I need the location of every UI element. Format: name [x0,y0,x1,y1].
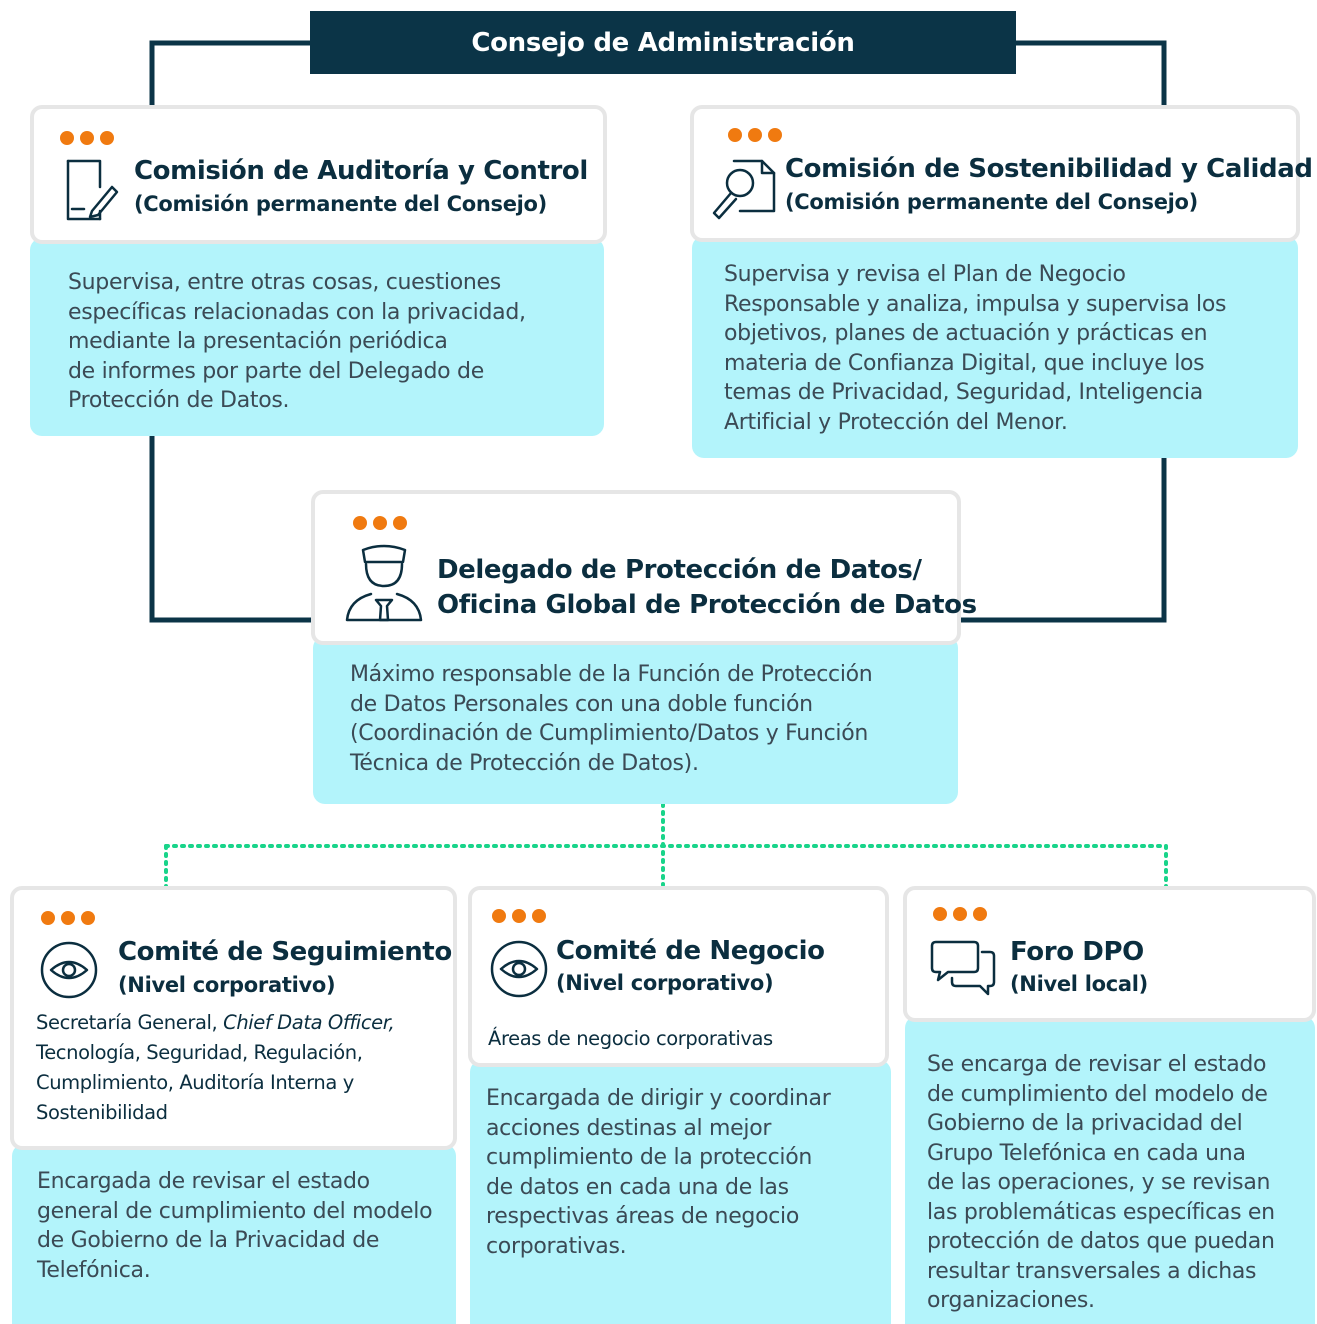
dpo-description: Máximo responsable de la Función de Prot… [350,662,873,776]
sustainability-committee-header: Comisión de Sostenibilidad y Calidad (Co… [690,105,1313,242]
dotted-connectors [164,802,1168,892]
dpo-forum-header: Foro DPO (Nivel local) [903,886,1316,1022]
monitoring-committee-header: Comité de Seguimiento (Nivel corporativo… [10,886,457,1150]
document-magnifier-icon [712,159,776,220]
monitoring-committee-description-panel: Encargada de revisar el estado general d… [12,1144,456,1324]
members-rest: Tecnología, Seguridad, Regulación, Cumpl… [36,1041,363,1124]
sustainability-committee-description: Supervisa y revisa el Plan de Negocio Re… [724,262,1227,435]
eye-icon [40,941,98,999]
dots-decoration [933,907,987,921]
dpo-forum-title: Foro DPO [1010,937,1144,967]
monitoring-committee-subtitle: (Nivel corporativo) [118,973,336,997]
business-committee-title: Comité de Negocio [556,936,825,966]
sustainability-committee-title: Comisión de Sostenibilidad y Calidad [785,154,1313,184]
solid-connectors [149,40,1167,623]
business-committee-members: Áreas de negocio corporativas [488,1027,773,1050]
sustainability-to-dpo-connector [958,456,1167,623]
dots-decoration [60,131,114,145]
audit-to-dpo-connector [149,436,316,623]
board-of-directors-banner: Consejo de Administración [310,11,1016,74]
chat-bubbles-icon [930,940,996,996]
board-left-connector [149,40,310,110]
monitoring-committee-title: Comité de Seguimiento [118,937,452,967]
dpo-title-line2: Oficina Global de Protección de Datos [437,590,977,620]
audit-committee-header: Comisión de Auditoría y Control (Comisió… [30,105,607,244]
dpo-forum-description: Se encarga de revisar el estado de cumpl… [927,1052,1275,1313]
dpo-description-panel: Máximo responsable de la Función de Prot… [313,636,958,804]
dots-decoration [728,128,782,142]
business-committee-description: Encargada de dirigir y coordinar accione… [486,1086,831,1259]
sustainability-committee-subtitle: (Comisión permanente del Consejo) [785,190,1198,214]
members-italic: Chief Data Officer, [223,1011,395,1034]
business-committee-description-panel: Encargada de dirigir y coordinar accione… [470,1060,891,1324]
eye-icon [490,940,548,998]
monitoring-committee-description: Encargada de revisar el estado general d… [37,1169,433,1283]
dpo-forum-subtitle: (Nivel local) [1010,972,1148,996]
audit-committee-subtitle: (Comisión permanente del Consejo) [134,192,547,216]
audit-committee-description-panel: Supervisa, entre otras cosas, cuestiones… [30,238,604,436]
business-committee-header: Comité de Negocio (Nivel corporativo) Ár… [468,886,889,1067]
monitoring-committee-members: Secretaría General, Chief Data Officer, T… [36,1008,451,1128]
dpo-forum-description-panel: Se encarga de revisar el estado de cumpl… [905,1016,1315,1324]
audit-committee-title: Comisión de Auditoría y Control [134,156,588,186]
business-committee-subtitle: (Nivel corporativo) [556,971,774,995]
audit-committee-description: Supervisa, entre otras cosas, cuestiones… [68,270,526,413]
members-prefix: Secretaría General, [36,1011,224,1034]
sustainability-committee-description-panel: Supervisa y revisa el Plan de Negocio Re… [692,236,1298,458]
dpo-header: Delegado de Protección de Datos/ Oficina… [311,490,977,645]
document-pen-icon [66,159,119,221]
board-right-connector [1016,40,1167,110]
officer-icon [345,544,423,622]
dots-decoration [492,909,546,923]
dpo-title-line1: Delegado de Protección de Datos/ [437,555,922,585]
dots-decoration [353,516,407,530]
dots-decoration [41,911,95,925]
